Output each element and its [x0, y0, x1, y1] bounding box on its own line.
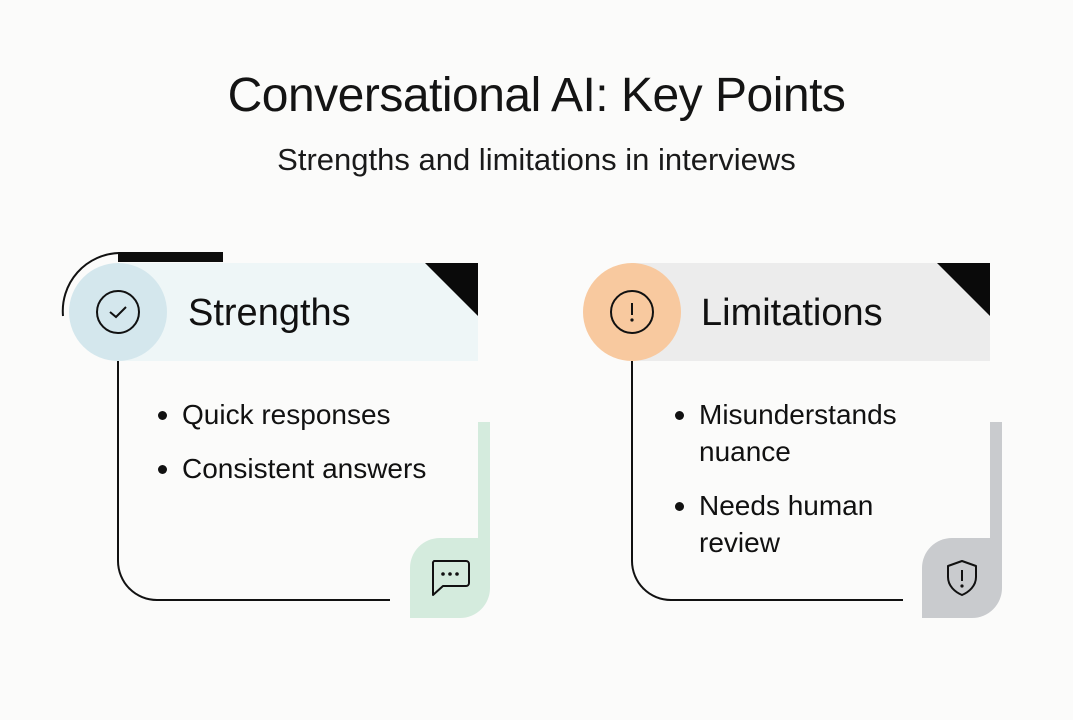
list-item: Misunderstands nuance: [675, 396, 945, 470]
header-band: [632, 263, 990, 361]
header-band: [118, 263, 478, 361]
shield-alert-icon: [947, 560, 977, 596]
card-heading: Limitations: [701, 292, 883, 334]
accent-bar: [118, 252, 223, 262]
list-item: Needs human review: [675, 487, 945, 561]
icon-circle: [69, 263, 167, 361]
corner-triangle: [937, 263, 990, 316]
strengths-list: Quick responses Consistent answers: [158, 396, 478, 504]
card-heading: Strengths: [188, 292, 351, 334]
list-item: Quick responses: [158, 396, 478, 433]
corner-tab: [410, 538, 490, 618]
decorative-arc: [61, 252, 120, 317]
check-circle-icon: [96, 290, 140, 334]
page-subtitle: Strengths and limitations in interviews: [277, 142, 796, 177]
card-border-bottom: [156, 599, 390, 601]
card-border-corner: [631, 561, 671, 601]
chat-bubble-icon: [431, 560, 470, 596]
list-item: Consistent answers: [158, 450, 478, 487]
page-title: Conversational AI: Key Points: [227, 69, 846, 122]
icon-circle: [583, 263, 681, 361]
card-border-left: [631, 361, 633, 561]
corner-triangle: [425, 263, 478, 316]
limitations-list: Misunderstands nuance Needs human review: [675, 396, 945, 578]
card-border-corner: [117, 561, 157, 601]
card-border-left: [117, 361, 119, 561]
exclamation-circle-icon: [610, 290, 654, 334]
corner-tab: [922, 538, 1002, 618]
tab-strip: [990, 422, 1002, 552]
card-border-bottom: [670, 599, 903, 601]
tab-strip: [478, 422, 490, 552]
